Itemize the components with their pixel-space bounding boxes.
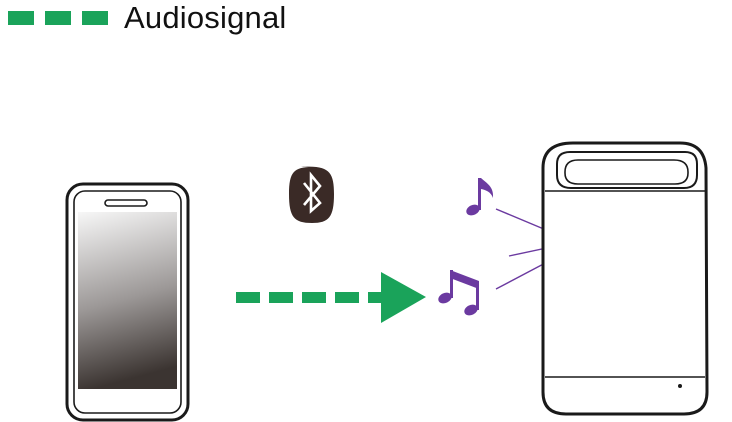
audio-signal-arrow [236,272,426,323]
speaker-status-led [678,384,682,388]
music-notes-icon [438,270,479,316]
smartphone-icon [65,182,190,422]
speaker-icon [541,141,709,416]
legend: Audiosignal [8,0,286,36]
bluetooth-icon [289,166,334,223]
legend-label: Audiosignal [124,0,287,35]
music-note-icon [466,178,494,216]
smartphone-screen [78,212,177,389]
audio-signal-legend-swatch [8,11,108,25]
